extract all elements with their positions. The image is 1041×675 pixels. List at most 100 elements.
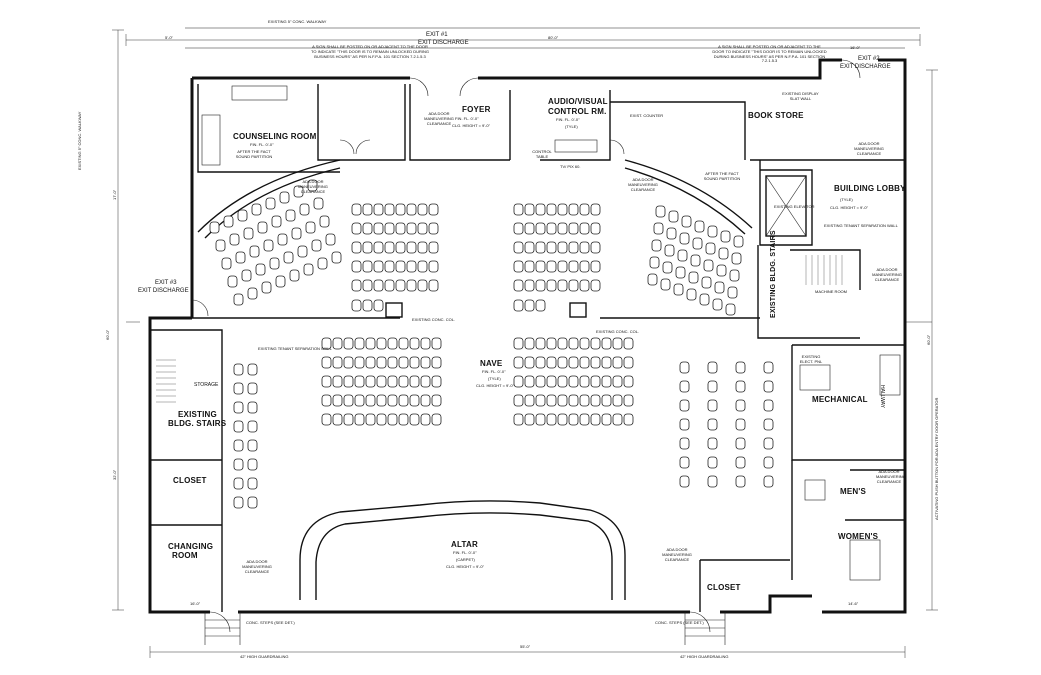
seat — [387, 394, 398, 407]
ada-clearance-changing: ADA DOOR MANEUVERING CLEARANCE — [242, 559, 272, 574]
seat — [590, 241, 601, 254]
seat — [568, 356, 579, 369]
seat — [707, 475, 718, 488]
seat — [233, 363, 244, 376]
seat — [354, 413, 365, 426]
seat — [688, 271, 699, 284]
seat — [373, 203, 384, 216]
seat — [428, 260, 439, 273]
seat — [524, 241, 535, 254]
seat — [623, 394, 634, 407]
seat — [653, 222, 664, 235]
seat — [384, 203, 395, 216]
seat — [406, 222, 417, 235]
seat — [735, 418, 746, 431]
seat — [398, 356, 409, 369]
control-table-note: CONTROL TABLE — [532, 149, 552, 159]
seat — [513, 299, 524, 312]
seat — [406, 260, 417, 273]
seat — [612, 375, 623, 388]
seat — [660, 278, 671, 291]
column-note-right: EXISTING CONC. COL. — [596, 329, 640, 334]
seat — [612, 413, 623, 426]
seat — [579, 279, 590, 292]
seat — [395, 203, 406, 216]
sign-note-right: A SIGN SHALL BE POSTED ON OR ADJACENT TO… — [712, 44, 827, 64]
counseling-furniture — [201, 85, 598, 166]
seat — [398, 375, 409, 388]
seat — [707, 380, 718, 393]
seat — [417, 241, 428, 254]
seat — [707, 437, 718, 450]
seat — [733, 235, 744, 248]
seat — [557, 375, 568, 388]
seat — [513, 241, 524, 254]
seat — [579, 337, 590, 350]
seat — [601, 375, 612, 388]
room-mens: MEN'S — [840, 487, 867, 496]
room-hallway: HALLWAY — [879, 385, 885, 408]
seat — [247, 401, 258, 414]
seat — [557, 356, 568, 369]
seat — [601, 413, 612, 426]
room-altar: ALTAR — [451, 540, 478, 549]
ada-clearance-bookstore: ADA DOOR MANEUVERING CLEARANCE — [854, 141, 884, 156]
elevator — [765, 175, 807, 237]
seat — [677, 249, 688, 262]
seat — [365, 413, 376, 426]
seat — [233, 496, 244, 509]
seat — [317, 257, 328, 270]
doors — [191, 59, 861, 633]
seat — [524, 413, 535, 426]
seat — [428, 222, 439, 235]
seat — [321, 413, 332, 426]
seat — [590, 413, 601, 426]
seat — [409, 356, 420, 369]
seat — [731, 252, 742, 265]
seat — [265, 197, 276, 210]
seat — [289, 269, 300, 282]
seat — [297, 245, 308, 258]
seat — [763, 475, 774, 488]
seat — [513, 394, 524, 407]
seat — [735, 437, 746, 450]
room-storage: STORAGE — [194, 382, 219, 388]
seat — [343, 394, 354, 407]
seat — [694, 220, 705, 233]
seat — [417, 260, 428, 273]
seat — [513, 222, 524, 235]
seat — [362, 241, 373, 254]
mechanical-equipment — [799, 354, 901, 581]
seat — [299, 203, 310, 216]
ada-clearance-left: ADA DOOR MANEUVERING CLEARANCE — [298, 179, 328, 194]
seat — [601, 394, 612, 407]
nave-tile-note: (TYLE) — [488, 376, 501, 381]
seat — [251, 203, 262, 216]
seat — [535, 222, 546, 235]
seat — [221, 257, 232, 270]
seat — [384, 279, 395, 292]
seat — [249, 245, 260, 258]
seat — [579, 375, 590, 388]
seat — [568, 260, 579, 273]
seat — [420, 356, 431, 369]
ada-clearance-right: ADA DOOR MANEUVERING CLEARANCE — [628, 177, 658, 192]
seat — [623, 375, 634, 388]
room-av-line2: CONTROL RM. — [548, 107, 607, 116]
seat — [679, 399, 690, 412]
seat — [727, 286, 738, 299]
seat — [409, 337, 420, 350]
seat — [590, 279, 601, 292]
seat — [351, 241, 362, 254]
seat — [332, 394, 343, 407]
seat — [524, 299, 535, 312]
seat — [233, 439, 244, 452]
seat — [431, 413, 442, 426]
seat — [546, 260, 557, 273]
seat — [431, 337, 442, 350]
dim-bottom-right: 14'-6" — [848, 601, 859, 606]
seat — [354, 337, 365, 350]
seat — [735, 475, 746, 488]
partition-note-left: AFTER THE FACT SOUND PARTITION — [235, 149, 273, 159]
seat — [261, 281, 272, 294]
